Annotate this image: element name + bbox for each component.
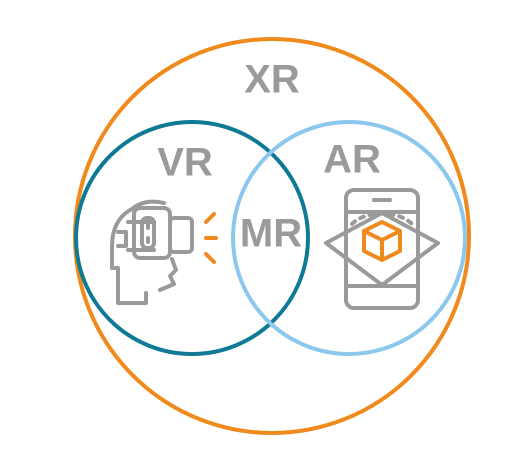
- vr-circle: [74, 120, 310, 356]
- ar-circle: [231, 120, 467, 356]
- ar-label: AR: [323, 138, 381, 182]
- vr-label: VR: [157, 141, 213, 185]
- phone-ar-cube-icon: [324, 188, 440, 310]
- vr-headset-head-icon: [110, 199, 194, 305]
- vr-signal-marks-icon: [204, 212, 218, 264]
- ar-cube-icon: [362, 220, 402, 262]
- mr-label: MR: [240, 212, 302, 256]
- xr-label: XR: [244, 58, 300, 102]
